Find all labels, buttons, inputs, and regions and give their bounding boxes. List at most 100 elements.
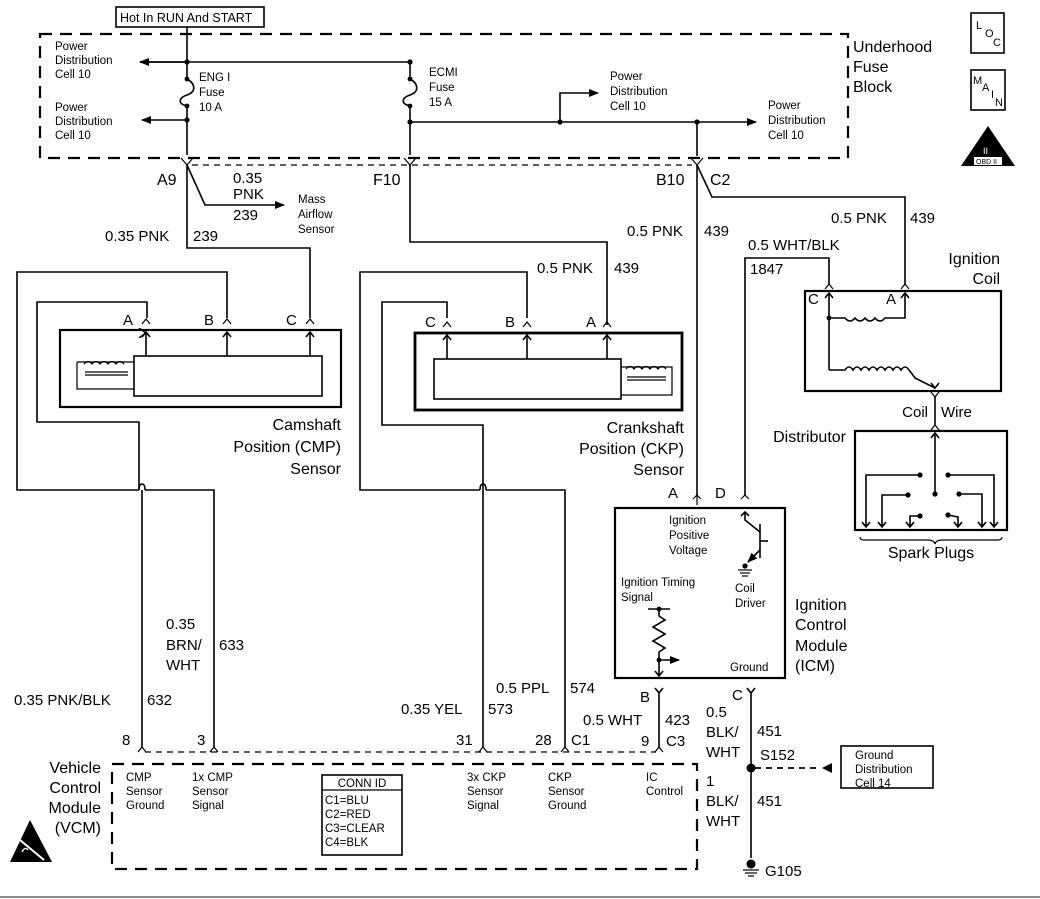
vcm-pin-8: 8 [122, 732, 130, 749]
fuse-block-name-line1: Underhood [853, 39, 932, 56]
maf-label-line1: Mass [298, 194, 326, 206]
svg-text:M: M [973, 75, 982, 87]
svg-text:I: I [991, 89, 994, 101]
svg-text:L: L [976, 20, 982, 32]
wire-632-gauge-color: 0.35 PNK/BLK [14, 692, 111, 709]
svg-text:OBD II: OBD II [976, 159, 997, 166]
left-output-1-line1: Power [55, 41, 88, 53]
wire-239 [186, 165, 311, 318]
ecmi-fuse-line2: Fuse [429, 82, 455, 94]
fuse-block-name-line3: Block [853, 79, 893, 96]
ecmi-fuse-line1: ECMI [429, 67, 458, 79]
wire-439-coil-circuit: 439 [910, 210, 935, 227]
location-icon[interactable]: L O C [970, 12, 1005, 54]
left-output-2-line3: Cell 10 [55, 130, 91, 142]
wire-239-circuit: 239 [193, 228, 218, 245]
connector-a9: A9 [157, 172, 177, 189]
splice-label: S152 [760, 747, 795, 764]
right-output-1-line1: Power [610, 71, 643, 83]
wire-439-ckp-gauge-color: 0.5 PNK [537, 260, 593, 277]
vcm-func-ckp-signal-1: 3x CKP [467, 772, 506, 784]
vcm-name-line2: Control [49, 780, 101, 797]
ecmi-fuse: ECMI Fuse 15 A [402, 62, 757, 156]
mass-airflow-branch: 0.35 PNK 239 Mass Airflow Sensor [186, 164, 335, 236]
conn-id-row-4: C4=BLK [325, 837, 368, 849]
cmp-pin-a: A [123, 312, 133, 329]
coil-pin-c: C [808, 291, 819, 308]
maf-wire-circuit: 239 [233, 207, 258, 224]
esd-sensitive-icon [10, 820, 52, 862]
main-schematic-icon[interactable]: M A I N [970, 69, 1006, 111]
wire-574 [486, 489, 566, 748]
power-header: Hot In RUN And START [115, 6, 265, 28]
cmp-pin-b: B [204, 312, 214, 329]
wire-423 [654, 687, 664, 747]
cmp-name-line3: Sensor [290, 461, 341, 478]
conn-id-row-3: C3=CLEAR [325, 823, 385, 835]
vcm-func-cmp-ground-1: CMP [126, 772, 152, 784]
wire-573-gauge-color: 0.35 YEL [401, 701, 462, 718]
wire-439-ckp [409, 165, 608, 325]
maf-wire-gauge: 0.35 [233, 170, 262, 187]
wire-439-icm-circuit: 439 [704, 223, 729, 240]
fuse-block-name-line2: Fuse [853, 59, 889, 76]
vcm-func-cmp-signal-1: 1x CMP [192, 772, 233, 784]
vcm-pin-3: 3 [197, 732, 205, 749]
vcm-func-ic-control-2: Control [646, 786, 683, 798]
icm-pin-c: C [732, 687, 743, 704]
wire-633 [145, 489, 215, 748]
vehicle-control-module: Vehicle Control Module (VCM) CMP Sensor … [49, 760, 699, 871]
ground-g105-icon [743, 859, 759, 877]
ckp-name-line3: Sensor [633, 462, 684, 479]
wire-439-ckp-circuit: 439 [614, 260, 639, 277]
maf-label-line2: Airflow [298, 209, 333, 221]
vcm-func-cmp-signal-2: Sensor [192, 786, 229, 798]
vcm-func-ckp-ground-3: Ground [548, 800, 586, 812]
coil-name-line2: Coil [972, 271, 1000, 288]
obd-ii-icon: II OBD II [961, 126, 1015, 166]
conn-id-table: CONN ID C1=BLU C2=RED C3=CLEAR C4=BLK [321, 774, 403, 856]
connector-c2: C2 [710, 172, 731, 189]
splice-s152 [746, 763, 756, 773]
eng-i-fuse: ENG I Fuse 10 A [141, 62, 230, 155]
distributor: Distributor Spark Plugs [773, 424, 1009, 562]
icm-positive-voltage-line2: Positive [669, 530, 709, 542]
vcm-connector-c3: C3 [666, 733, 685, 750]
cmp-name-line2: Position (CMP) [233, 439, 341, 456]
svg-text:Cell 14: Cell 14 [855, 778, 891, 790]
vcm-func-ckp-ground-1: CKP [548, 772, 572, 784]
connector-f10: F10 [373, 172, 401, 189]
right-output-1-line3: Cell 10 [610, 101, 646, 113]
wire-1847-circuit: 1847 [750, 261, 783, 278]
ckp-name-line1: Crankshaft [607, 420, 685, 437]
conn-id-row-2: C2=RED [325, 809, 371, 821]
vcm-func-cmp-ground-3: Ground [126, 800, 164, 812]
vcm-pin-1: 1 [706, 773, 714, 790]
wire-423-gauge-color: 0.5 WHT [583, 712, 642, 729]
svg-text:C: C [993, 37, 1001, 49]
wire-632-circuit: 632 [147, 692, 172, 709]
spark-plugs-label: Spark Plugs [888, 545, 974, 562]
eng-i-fuse-line3: 10 A [199, 102, 222, 114]
wire-574-circuit: 574 [570, 680, 595, 697]
ecmi-fuse-line3: 15 A [429, 97, 452, 109]
ckp-pin-a: A [586, 314, 596, 331]
coil-wire-label-left: Coil [902, 404, 928, 421]
ckp-sensor: C B A Crankshaft Position (CKP) Sensor [359, 271, 685, 491]
vcm-func-ic-control-1: IC [646, 772, 658, 784]
maf-label-line3: Sensor [298, 224, 335, 236]
connector-b10: B10 [656, 172, 685, 189]
spark-plugs-brace [859, 536, 1003, 545]
ground-distribution-ref[interactable]: Ground Distribution Cell 14 [840, 745, 934, 790]
coil-wire-label-right: Wire [941, 404, 972, 421]
vcm-func-ckp-signal-2: Sensor [467, 786, 504, 798]
conn-id-row-1: C1=BLU [325, 795, 369, 807]
wire-423-circuit: 423 [665, 712, 690, 729]
svg-text:Ground: Ground [855, 750, 893, 762]
left-output-2-line1: Power [55, 102, 88, 114]
ignition-coil: C A Ignition Coil [803, 251, 1003, 393]
footer-rule [0, 896, 1040, 898]
coil-driver-transistor-icon [738, 510, 768, 577]
svg-text:II: II [983, 146, 988, 156]
